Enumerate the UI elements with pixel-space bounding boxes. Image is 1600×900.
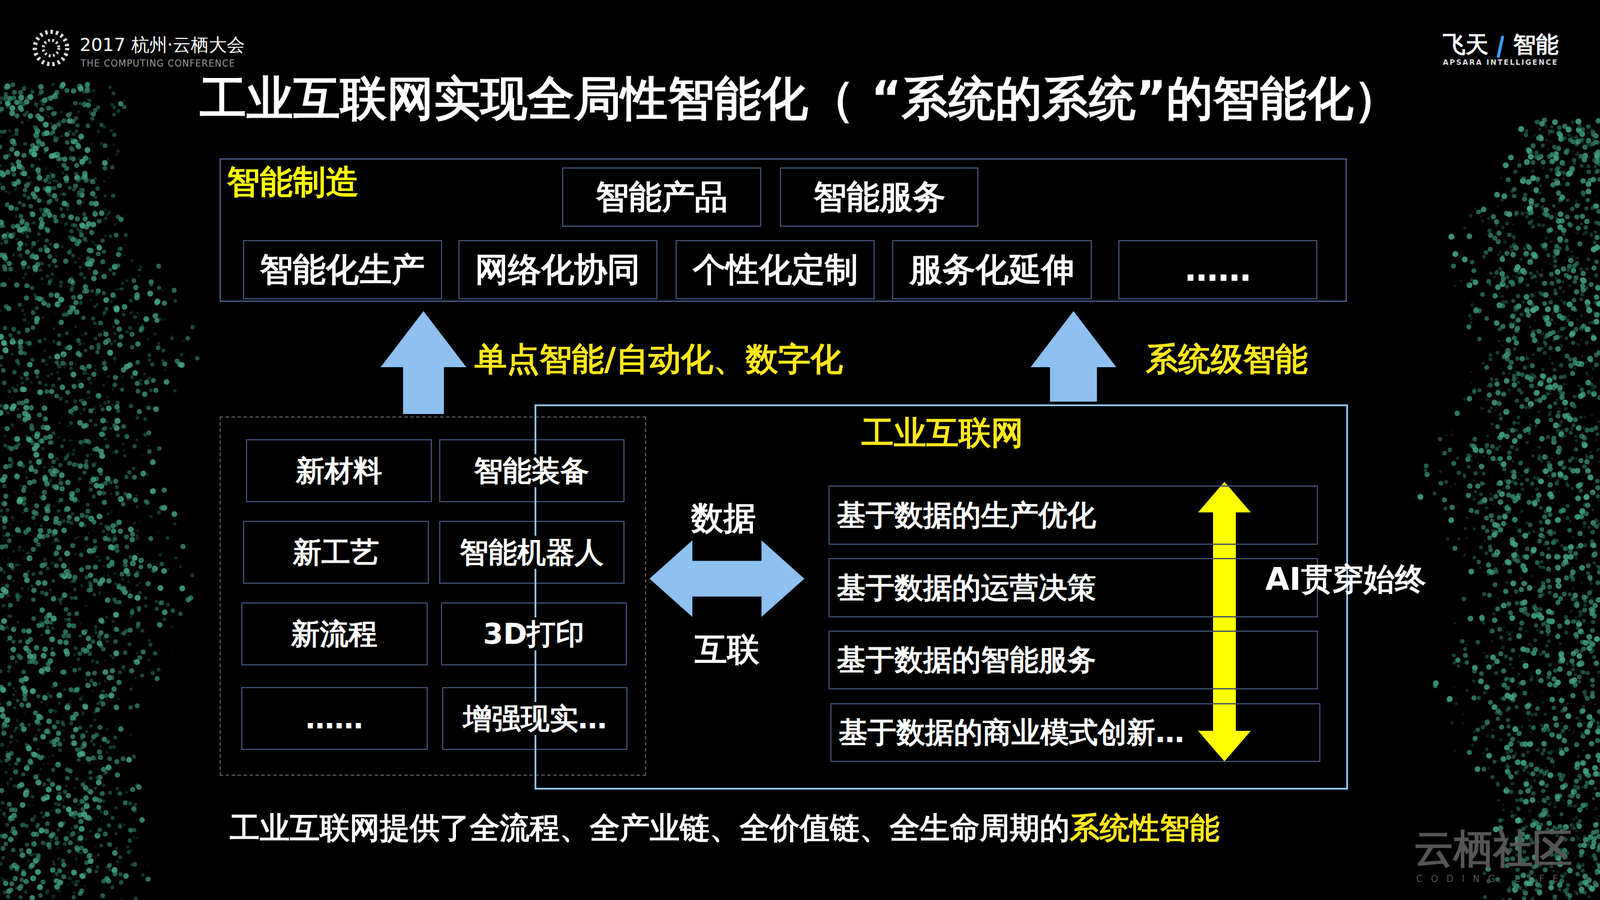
- slide: 智能产品智能服务智能化生产网络化协同个性化定制服务化延伸……智能制造新材料智能装…: [0, 0, 1600, 900]
